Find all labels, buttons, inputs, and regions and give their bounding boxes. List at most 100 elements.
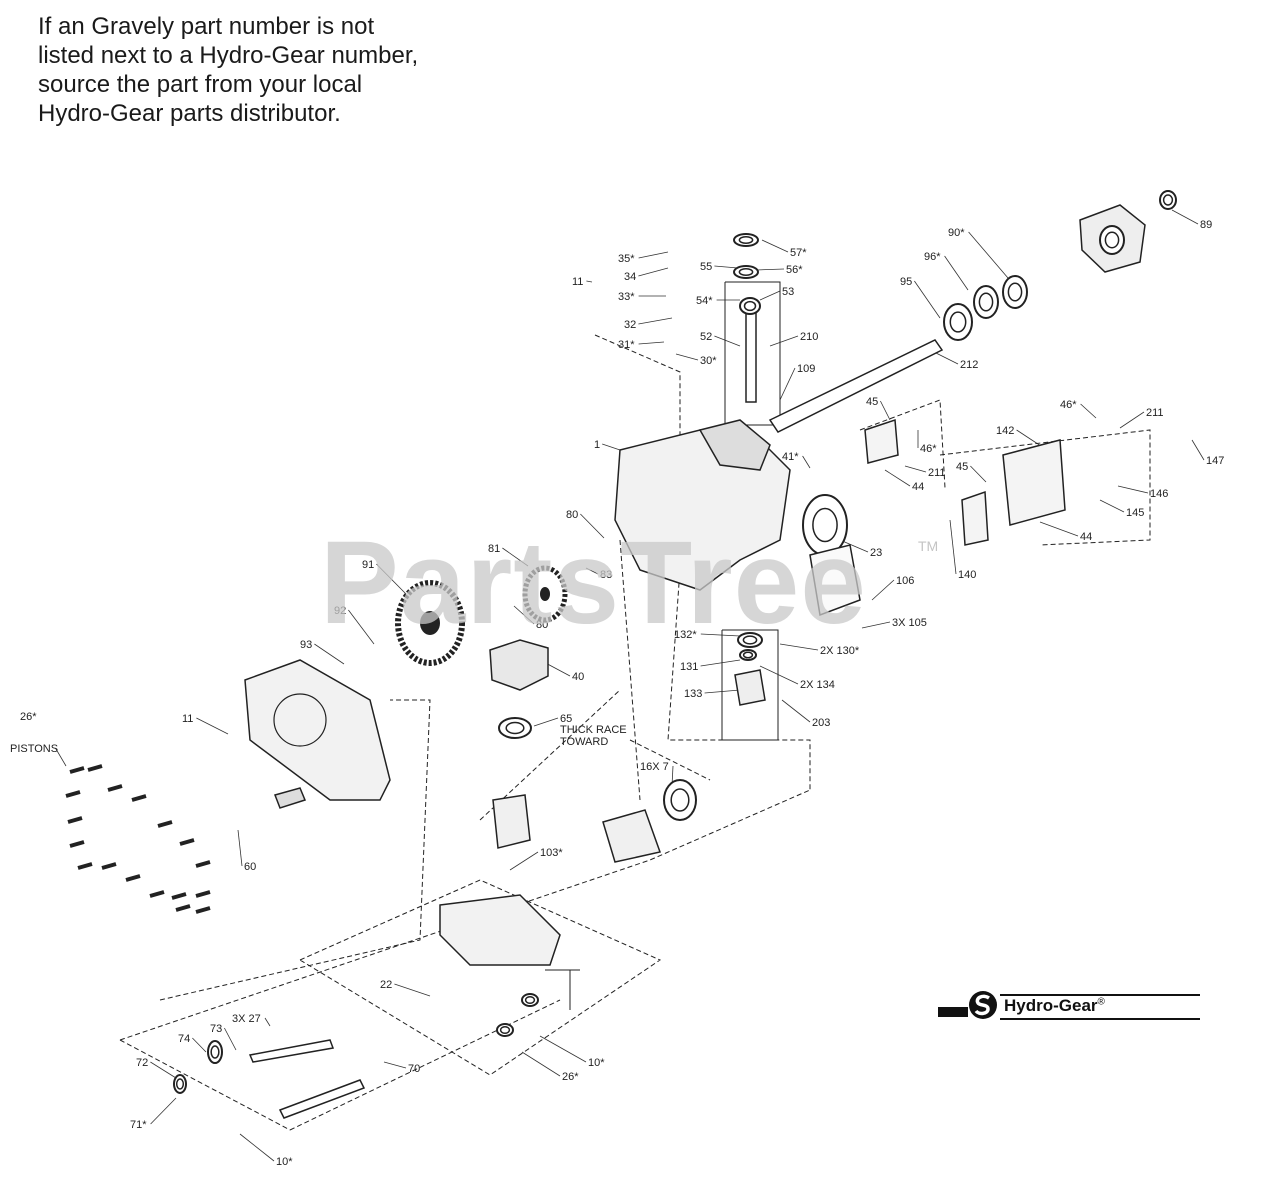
- part-callout: 45: [956, 461, 968, 473]
- part-callout: 73: [210, 1023, 222, 1035]
- side-cover: [244, 659, 391, 801]
- part-callout: 40: [572, 671, 584, 683]
- bull-gear: [395, 580, 465, 666]
- hub-bore: [1099, 225, 1125, 255]
- note-line: source the part from your local: [38, 71, 363, 98]
- part-callout: 145: [1126, 507, 1144, 519]
- gerotor-131: [739, 649, 757, 661]
- part-callout: 147: [1206, 455, 1224, 467]
- part-callout: 46*: [1060, 399, 1077, 411]
- part-callout: 90*: [948, 227, 965, 239]
- logo-emblem-icon: [969, 991, 997, 1019]
- part-callout: 146: [1150, 488, 1168, 500]
- thrust-bearing-65: [498, 717, 532, 739]
- brake-arm-plate: [1002, 439, 1066, 526]
- brand-name: Hydro-Gear®: [1004, 996, 1105, 1016]
- part-callout: 96*: [924, 251, 941, 263]
- cover-boss: [273, 693, 327, 747]
- registered-mark: ®: [1097, 996, 1105, 1008]
- part-callout: 140: [958, 569, 976, 581]
- washer-55: [733, 265, 759, 279]
- part-callout: 83: [600, 569, 612, 581]
- cover-bolts: [65, 764, 211, 914]
- snap-ring-90: [1002, 275, 1028, 309]
- part-callout: 211: [1146, 407, 1164, 419]
- axle-shaft: [768, 339, 944, 433]
- plate-103: [274, 787, 307, 809]
- part-callout: TOWARD: [560, 736, 608, 748]
- part-callout: 26*: [562, 1071, 579, 1083]
- part-callout: 30*: [700, 355, 717, 367]
- part-callout: 56*: [786, 264, 803, 276]
- part-callout: 81: [488, 543, 500, 555]
- check-valve-26a: [496, 1023, 514, 1037]
- oring-132: [737, 632, 763, 648]
- part-callout: 34: [624, 271, 636, 283]
- part-callout: 65: [560, 713, 572, 725]
- component-drawings: [65, 190, 1177, 1119]
- part-callout: 16X 7: [640, 761, 669, 773]
- part-callout: 35*: [618, 253, 635, 265]
- note-line: Hydro-Gear parts distributor.: [38, 100, 341, 127]
- seal-96: [973, 285, 999, 319]
- watermark: PartsTree: [320, 517, 867, 649]
- part-callout: 103*: [540, 847, 563, 859]
- charge-pump: [734, 669, 766, 706]
- part-callout: 3X 105: [892, 617, 927, 629]
- part-callout: 212: [960, 359, 978, 371]
- part-callout: 72: [136, 1057, 148, 1069]
- brand-name-text: Hydro-Gear: [1004, 996, 1098, 1015]
- part-callout: 54*: [696, 295, 713, 307]
- part-callout: THICK RACE: [560, 724, 627, 736]
- parts-note: If an Gravely part number is not listed …: [38, 12, 478, 128]
- part-callout: 45: [866, 396, 878, 408]
- center-section: [439, 894, 561, 966]
- trunnion-spindle: [745, 311, 757, 403]
- ring-57: [733, 233, 759, 247]
- part-callout: 32: [624, 319, 636, 331]
- note-line: listed next to a Hydro-Gear number,: [38, 42, 419, 69]
- part-callout: PISTONS: [10, 743, 58, 755]
- idler-gear: [522, 565, 568, 623]
- part-callout: 10*: [276, 1156, 293, 1168]
- part-callout: 2X 134: [800, 679, 835, 691]
- shield-106: [809, 544, 861, 617]
- part-callout: 44: [1080, 531, 1092, 543]
- part-callout: 11: [572, 276, 583, 288]
- part-callout: 52: [700, 331, 712, 343]
- part-callout: 11: [182, 713, 193, 725]
- part-callout: 70: [408, 1063, 420, 1075]
- part-callout: 23: [870, 547, 882, 559]
- part-callout: 1: [594, 439, 600, 451]
- motor-cylinder-block: [602, 809, 661, 863]
- input-shaft: [248, 1039, 335, 1063]
- part-callout: 80: [536, 619, 548, 631]
- dashed-group-frames: [119, 281, 1151, 1131]
- part-callout: 71*: [130, 1119, 147, 1131]
- part-callout: 109: [797, 363, 815, 375]
- part-callout: 131: [680, 661, 698, 673]
- part-callout: 106: [896, 575, 914, 587]
- logo-bar: [938, 1007, 968, 1017]
- part-callout: 41*: [782, 451, 799, 463]
- part-callout: 80: [566, 509, 578, 521]
- part-callout: 31*: [618, 339, 635, 351]
- part-callout: 55: [700, 261, 712, 273]
- part-callout: 93: [300, 639, 312, 651]
- part-callout: 89: [1200, 219, 1212, 231]
- part-callout: 211: [928, 467, 946, 479]
- part-callout: 26*: [20, 711, 37, 723]
- part-callout: 74: [178, 1033, 190, 1045]
- part-callout: 57*: [790, 247, 807, 259]
- part-callout: 60: [244, 861, 256, 873]
- logo-rule: [1000, 994, 1200, 996]
- part-callout: 3X 27: [232, 1013, 261, 1025]
- swashplate: [489, 639, 549, 691]
- part-callout: 132*: [674, 629, 697, 641]
- hub-nut: [1159, 190, 1177, 210]
- part-callout: 95: [900, 276, 912, 288]
- pump-cylinder-block: [492, 794, 531, 849]
- part-callout: 10*: [588, 1057, 605, 1069]
